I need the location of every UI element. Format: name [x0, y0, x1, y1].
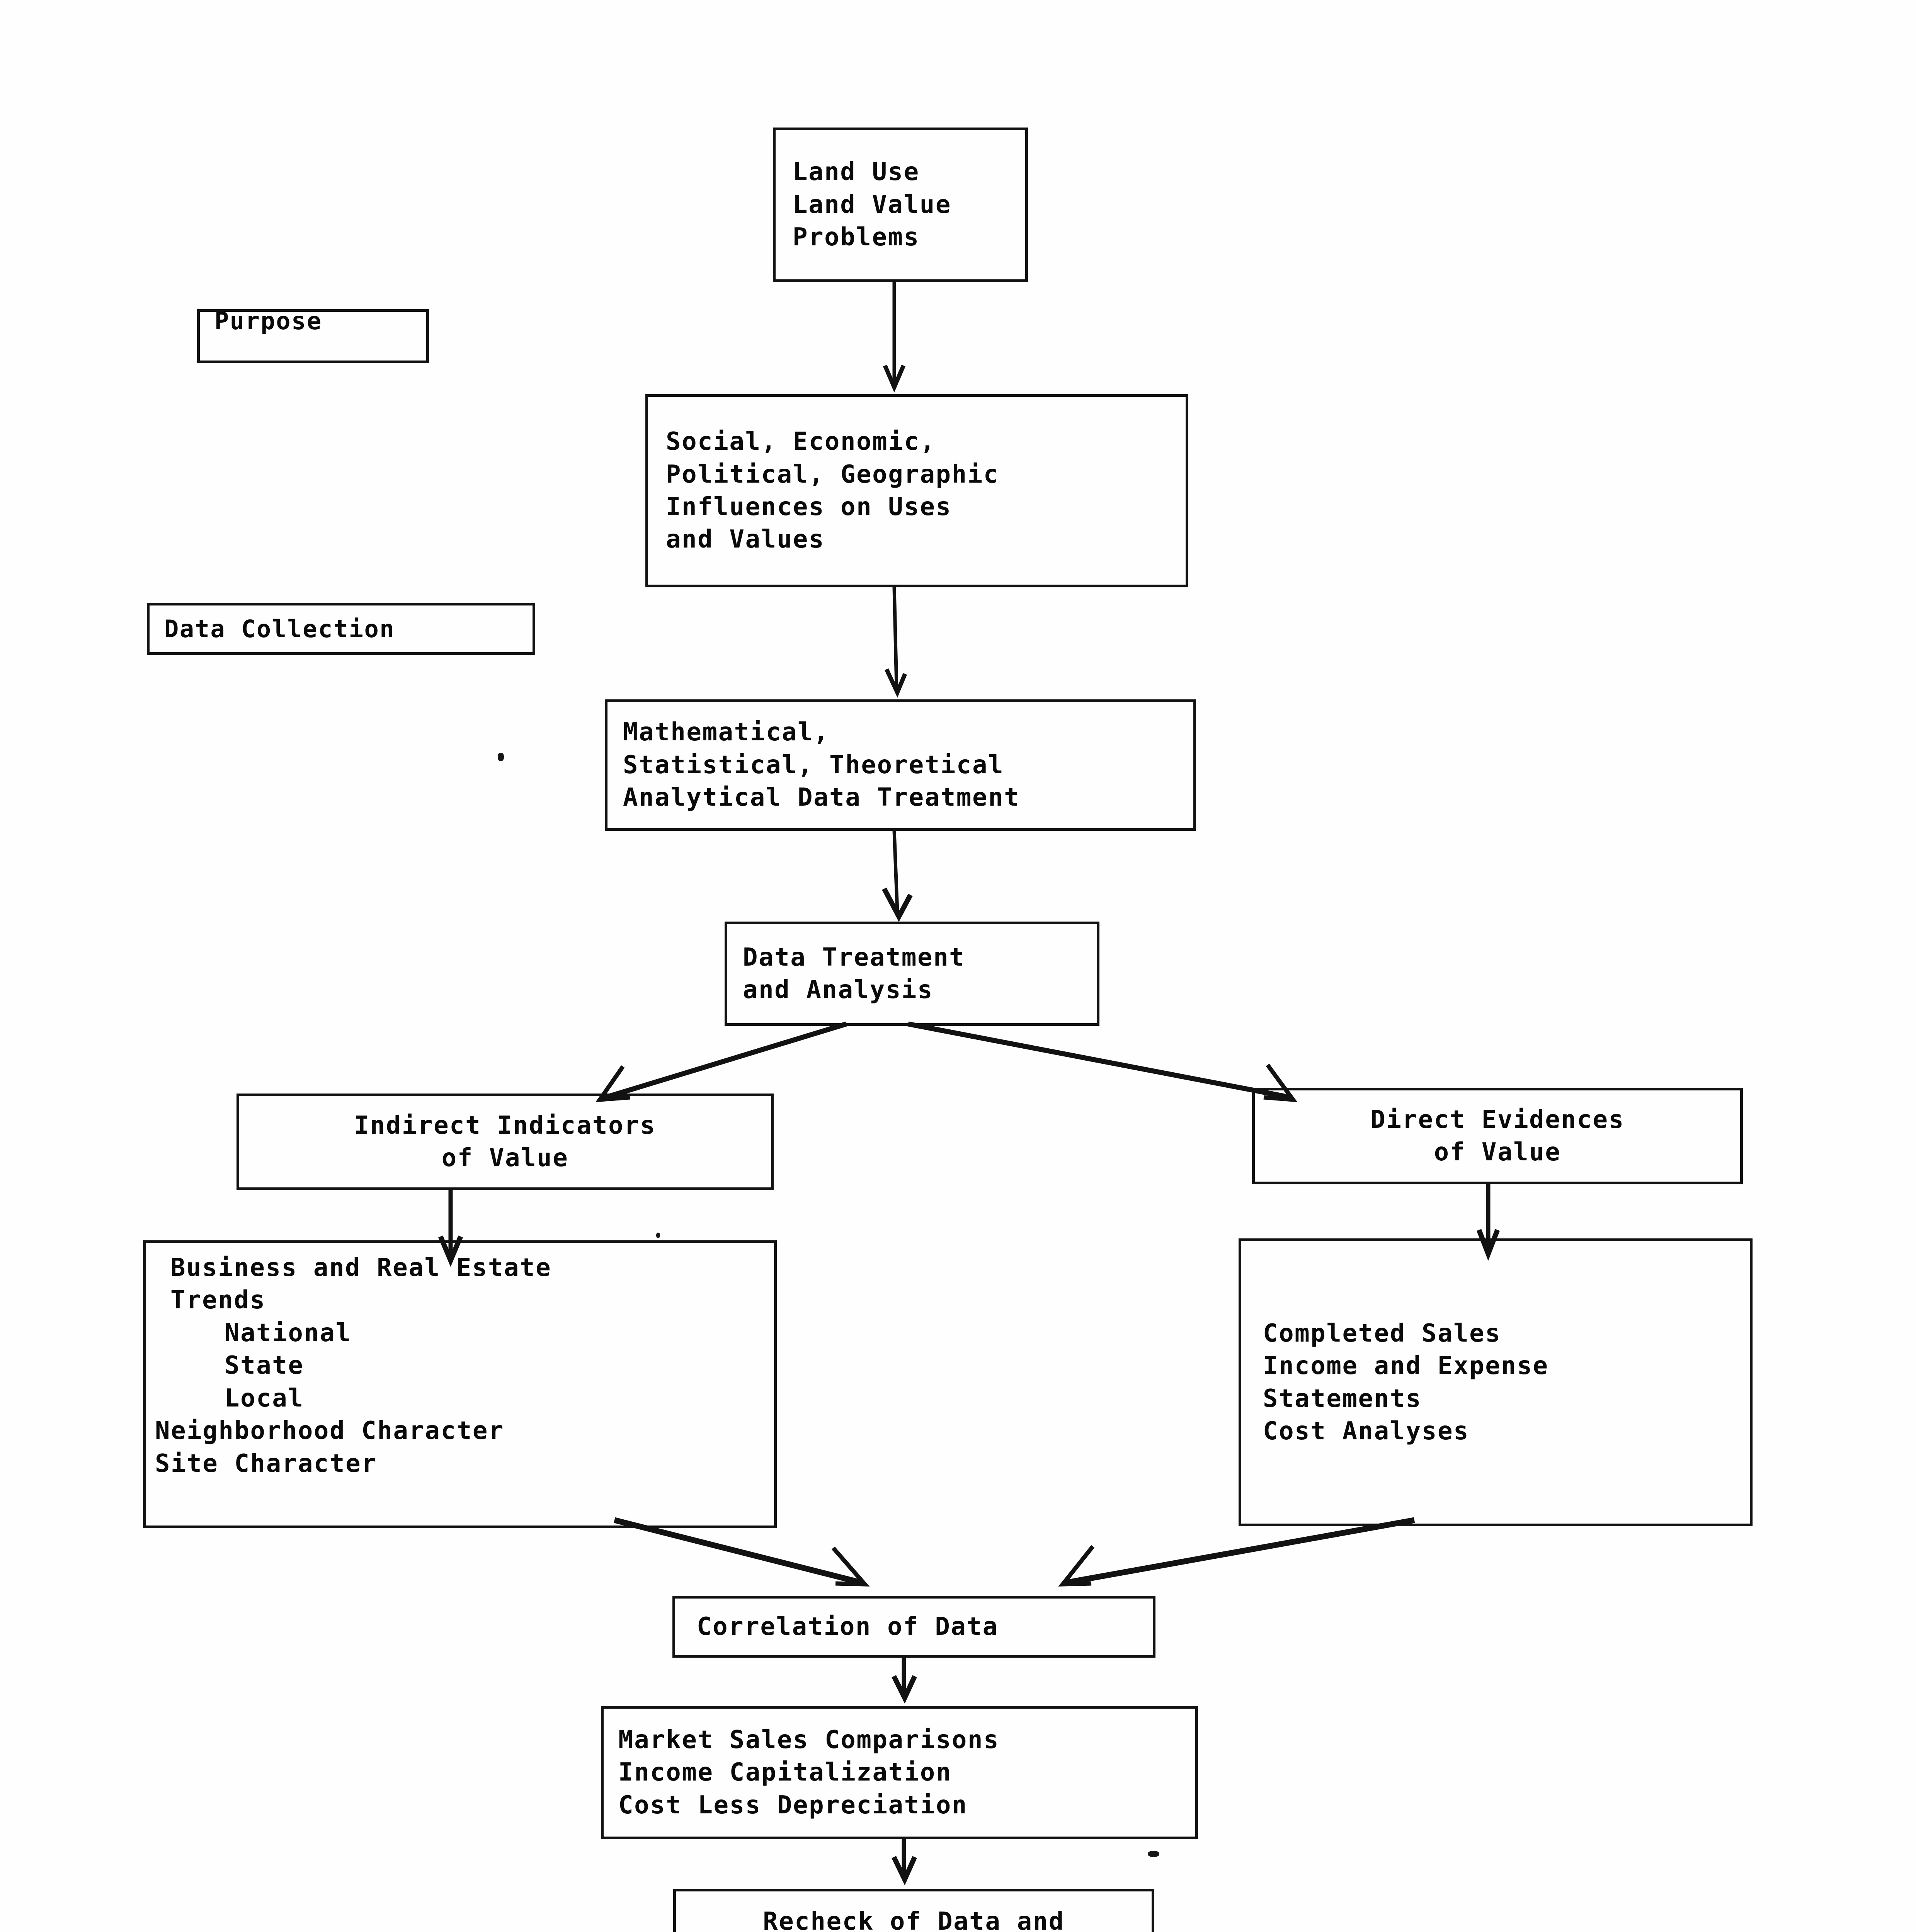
side-label-purpose: Purpose	[197, 306, 429, 363]
node-line: Land Use	[793, 158, 920, 187]
node-completed-sales-income-cost: Completed Sales Income and Expense State…	[1239, 1238, 1753, 1526]
node-line: Influences on Uses	[666, 493, 952, 521]
node-line: Local	[225, 1384, 304, 1413]
node-line: Trends	[170, 1286, 266, 1315]
node-indirect-indicators-of-value: Indirect Indicators of Value	[237, 1094, 774, 1190]
node-data-treatment-and-analysis: Data Treatment and Analysis	[725, 922, 1099, 1026]
node-line: Statements	[1263, 1384, 1422, 1413]
node-direct-evidences-of-value: Direct Evidences of Value	[1252, 1088, 1743, 1184]
connector-influences-to-methods	[881, 587, 927, 699]
node-line: State	[225, 1351, 304, 1380]
node-line: Neighborhood Character	[155, 1417, 505, 1446]
node-line: Political, Geographic	[666, 460, 999, 489]
node-line: of Value	[441, 1144, 569, 1172]
node-business-real-estate-trends: Business and Real Estate Trends National…	[143, 1240, 777, 1528]
node-line: Statistical, Theoretical	[623, 750, 1004, 779]
node-correlation-of-data: Correlation of Data	[672, 1596, 1155, 1658]
connector-land-use-to-influences	[881, 282, 927, 394]
ink-speck	[1148, 1851, 1159, 1857]
node-recheck-of-data-and-conclusions: Recheck of Data and Conclusions	[673, 1889, 1154, 1932]
node-line: Business and Real Estate	[170, 1253, 552, 1282]
node-line: Direct Evidences	[1370, 1105, 1625, 1134]
node-line: Data Treatment	[743, 943, 965, 972]
node-line: Site Character	[155, 1449, 378, 1478]
node-line: Correlation of Data	[697, 1612, 999, 1641]
node-line: Income and Expense	[1263, 1352, 1549, 1381]
side-label-data-collection: Data Collection	[147, 603, 535, 655]
node-line: and Analysis	[743, 976, 934, 1004]
connector-methods-to-analysis	[881, 830, 935, 923]
node-line: Social, Economic,	[666, 427, 936, 456]
connector-analysis-to-indirect	[572, 1020, 850, 1109]
node-line: Income Capitalization	[618, 1758, 952, 1787]
node-market-income-cost-approaches: Market Sales Comparisons Income Capitali…	[601, 1706, 1198, 1839]
connector-approaches-to-recheck	[891, 1839, 937, 1886]
connector-indirect-to-indirect-detail	[437, 1190, 483, 1267]
node-line: Mathematical,	[623, 718, 830, 747]
ink-speck	[656, 1233, 660, 1238]
node-land-use-land-value-problems: Land Use Land Value Problems	[773, 128, 1028, 282]
connector-indirect-detail-to-correlation	[614, 1511, 885, 1596]
node-line: Market Sales Comparisons	[618, 1725, 1000, 1754]
connector-direct-detail-to-correlation	[1047, 1511, 1418, 1596]
node-mathematical-statistical-analytical: Mathematical, Statistical, Theoretical A…	[605, 699, 1196, 831]
connector-analysis-to-direct	[904, 1020, 1314, 1109]
ink-speck	[498, 753, 504, 761]
node-line: Land Value	[793, 190, 951, 219]
side-label-purpose-text: Purpose	[214, 306, 322, 335]
node-line: Indirect Indicators	[354, 1111, 656, 1140]
connector-direct-to-direct-detail	[1474, 1184, 1521, 1262]
node-line: Recheck of Data and	[763, 1907, 1065, 1932]
node-social-economic-influences: Social, Economic, Political, Geographic …	[645, 394, 1188, 587]
node-line: Cost Less Depreciation	[618, 1791, 968, 1820]
node-line: and Values	[666, 525, 825, 554]
node-line: Cost Analyses	[1263, 1417, 1470, 1446]
node-line: Completed Sales	[1263, 1319, 1501, 1348]
node-line: Problems	[793, 223, 920, 252]
node-line: National	[225, 1318, 352, 1347]
node-line: of Value	[1434, 1138, 1561, 1167]
side-label-data-collection-text: Data Collection	[164, 615, 395, 643]
node-line: Analytical Data Treatment	[623, 783, 1020, 812]
connector-correlation-to-approaches	[891, 1658, 937, 1704]
